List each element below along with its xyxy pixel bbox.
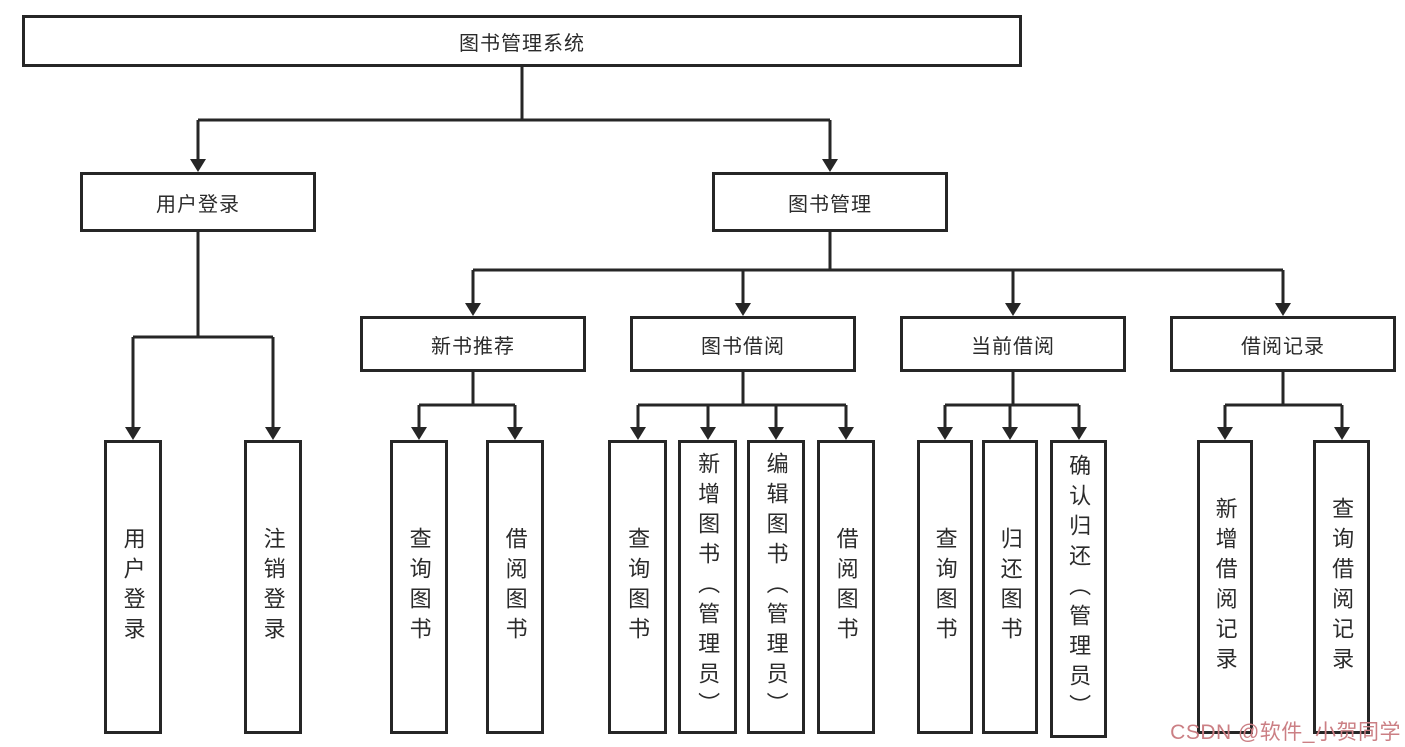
leaf-cb-query-books: 查询图书 <box>917 440 973 734</box>
leaf-br-query-record: 查询借阅记录 <box>1313 440 1370 734</box>
leaf-user-login: 用户登录 <box>104 440 162 734</box>
leaf-label: 编辑图书（管理员） <box>763 452 789 722</box>
arrowheads-userlogin-group <box>125 427 281 440</box>
leaf-nbr-borrow-books: 借阅图书 <box>486 440 544 734</box>
arrowheads-level2 <box>190 159 838 172</box>
leaf-label: 借阅图书 <box>502 527 528 647</box>
leaf-label: 新增借阅记录 <box>1212 497 1238 677</box>
leaf-nbr-query-books: 查询图书 <box>390 440 448 734</box>
leaf-label: 借阅图书 <box>833 527 859 647</box>
leaf-cb-return-books: 归还图书 <box>982 440 1038 734</box>
node-new-book-recommend: 新书推荐 <box>360 316 586 372</box>
arrowheads-level3 <box>465 303 1291 316</box>
leaf-bb-query-books: 查询图书 <box>608 440 667 734</box>
arrowheads-newbook-group <box>411 427 523 440</box>
node-root: 图书管理系统 <box>22 15 1022 67</box>
connector-bookborrow-group <box>636 372 848 429</box>
arrowheads-bookborrow-group <box>630 427 854 440</box>
connector-borrowrecords-group <box>1223 372 1344 429</box>
leaf-br-add-record: 新增借阅记录 <box>1197 440 1253 734</box>
connector-newbook-group <box>417 372 517 429</box>
leaf-bb-add-books-admin: 新增图书（管理员） <box>678 440 737 734</box>
leaf-label: 归还图书 <box>997 527 1023 647</box>
leaf-bb-borrow-books: 借阅图书 <box>817 440 875 734</box>
leaf-label: 新增图书（管理员） <box>695 452 721 722</box>
node-borrowing-records: 借阅记录 <box>1170 316 1396 372</box>
leaf-label: 查询图书 <box>625 527 651 647</box>
arrowheads-borrowrecords-group <box>1217 427 1350 440</box>
leaf-logout: 注销登录 <box>244 440 302 734</box>
leaf-bb-edit-books-admin: 编辑图书（管理员） <box>747 440 805 734</box>
leaf-label: 查询图书 <box>406 527 432 647</box>
connector-root-to-level2 <box>196 67 832 161</box>
leaf-cb-confirm-return-admin: 确认归还（管理员） <box>1050 440 1107 738</box>
arrowheads-currentborrow-group <box>937 427 1087 440</box>
watermark: CSDN @软件_小贺同学 <box>1170 721 1401 744</box>
leaf-label: 查询借阅记录 <box>1329 497 1355 677</box>
node-book-borrowing: 图书借阅 <box>630 316 856 372</box>
node-user-login: 用户登录 <box>80 172 316 232</box>
leaf-label: 查询图书 <box>932 527 958 647</box>
leaf-label: 确认归还（管理员） <box>1066 454 1092 724</box>
connector-currentborrow-group <box>943 372 1081 429</box>
leaf-label: 注销登录 <box>260 527 286 647</box>
leaf-label: 用户登录 <box>120 527 146 647</box>
node-current-borrowing: 当前借阅 <box>900 316 1126 372</box>
node-book-management: 图书管理 <box>712 172 948 232</box>
connector-bookmgmt-to-level3 <box>471 232 1285 305</box>
connector-userlogin-group <box>131 232 275 429</box>
